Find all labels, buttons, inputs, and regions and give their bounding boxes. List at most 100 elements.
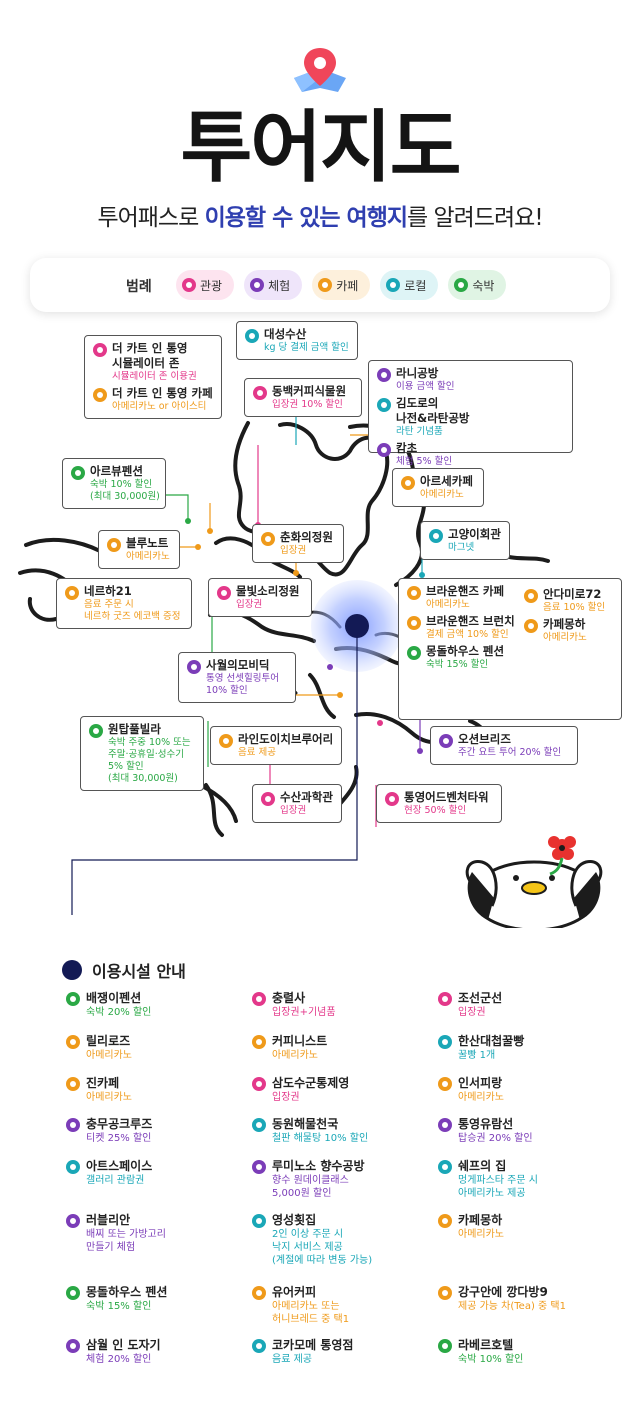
map-entry-name: 아르세카페 [420, 474, 473, 488]
legend-pin-icon [454, 278, 469, 292]
map-entry-name: 라니공방 [396, 366, 439, 380]
category-pin-icon [438, 1118, 452, 1132]
map-entry-desc: 음료 10% 할인 [543, 602, 606, 613]
map-entry-desc: 숙박 15% 할인 [426, 659, 489, 670]
category-pin-icon [252, 1077, 266, 1091]
facility-desc: 티켓 25% 할인 [86, 1133, 152, 1144]
map-entry-name: 원탑풀빌라 [108, 722, 161, 736]
category-pin-icon [66, 1035, 80, 1049]
facility-name: 충무공크루즈 [86, 1117, 153, 1131]
legend-pin-icon [250, 278, 265, 292]
legend-chip: 체험 [244, 270, 303, 300]
page-title: 투어지도 [180, 103, 461, 193]
facility-name: 코카모메 통영점 [272, 1338, 354, 1352]
category-pin-icon [66, 1286, 80, 1300]
map-entry-name: 더 카트 인 통영 [112, 341, 188, 355]
map-entry-desc: 아메리카노 [126, 551, 170, 562]
category-pin-icon [385, 792, 399, 806]
map-entry-name: 몽돌하우스 펜션 [426, 644, 505, 658]
facility-name: 릴리로즈 [86, 1034, 131, 1048]
map-entry-name: 오션브리즈 [458, 732, 511, 746]
category-pin-icon [407, 616, 421, 630]
facility-desc: 만들기 체험 [86, 1242, 136, 1253]
map-entry-desc: 주간 요트 투어 20% 할인 [458, 747, 562, 758]
facility-name: 삼도수군통제영 [272, 1076, 350, 1090]
facility-desc: 숙박 15% 할인 [86, 1301, 152, 1312]
facility-title: 이용시설 안내 [92, 962, 186, 981]
facility-desc: 아메리카노 [458, 1092, 504, 1103]
facility-name: 삼월 인 도자기 [86, 1338, 161, 1352]
facility-desc: 아메리카노 [458, 1229, 504, 1240]
map-entry-desc: 현장 50% 할인 [404, 805, 467, 816]
map-entry-desc: 아메리카노 [543, 632, 587, 643]
category-pin-icon [219, 734, 233, 748]
category-pin-icon [401, 476, 415, 490]
facility-desc: 아메리카노 제공 [458, 1188, 526, 1199]
category-pin-icon [66, 1118, 80, 1132]
map-entry-desc: 이용 금액 할인 [396, 381, 455, 392]
category-pin-icon [65, 586, 79, 600]
facility-desc: 배찌 또는 가방고리 [86, 1229, 166, 1240]
